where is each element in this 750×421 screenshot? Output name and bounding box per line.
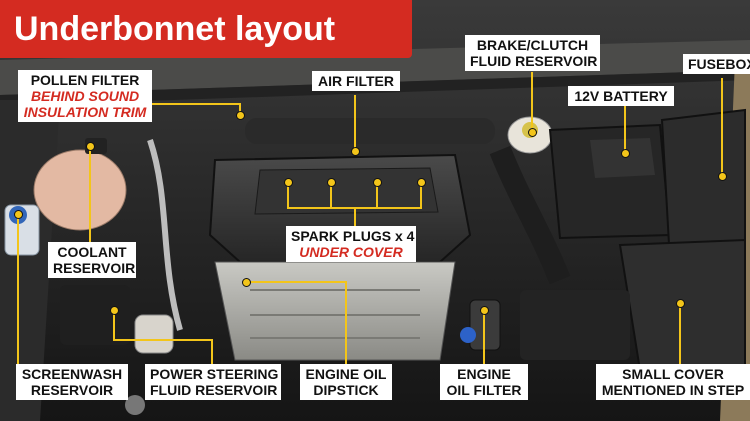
label-power-steering-reservoir: POWER STEERING FLUID RESERVOIR (145, 364, 281, 400)
label-spark-plugs-line2: UNDER COVER (299, 244, 403, 260)
target-dot-spark-plug-4 (417, 178, 426, 187)
target-dot-spark-plug-1 (284, 178, 293, 187)
label-small-cover-line1: SMALL COVER (622, 366, 724, 382)
target-dot-screenwash (14, 210, 23, 219)
label-power-steering-line1: POWER STEERING (150, 366, 279, 382)
label-spark-plugs: SPARK PLUGS x 4 UNDER COVER (286, 226, 416, 262)
label-coolant-line1: COOLANT (57, 244, 127, 260)
label-fusebox: FUSEBOX (683, 54, 750, 74)
label-oil-dipstick-line2: DIPSTICK (313, 382, 379, 398)
target-dot-power-steering (110, 306, 119, 315)
label-screenwash-line1: SCREENWASH (21, 366, 123, 382)
label-oil-filter-line2: OIL FILTER (446, 382, 522, 398)
label-air-filter-line1: AIR FILTER (318, 73, 394, 89)
label-power-steering-line2: FLUID RESERVOIR (150, 382, 278, 398)
target-dot-brake-clutch (528, 128, 537, 137)
target-dot-pollen-filter (236, 111, 245, 120)
label-small-cover: SMALL COVER MENTIONED IN STEP (596, 364, 750, 400)
label-coolant-line2: RESERVOIR (53, 260, 136, 276)
label-engine-oil-dipstick: ENGINE OIL DIPSTICK (300, 364, 392, 400)
label-oil-filter-line1: ENGINE (457, 366, 511, 382)
target-dot-oil-dipstick (242, 278, 251, 287)
label-12v-battery: 12V BATTERY (568, 86, 674, 106)
target-dot-fusebox (718, 172, 727, 181)
target-dot-air-filter (351, 147, 360, 156)
label-brake-clutch-reservoir: BRAKE/CLUTCH FLUID RESERVOIR (465, 35, 600, 71)
page-title: Underbonnet layout (0, 0, 412, 58)
label-oil-dipstick-line1: ENGINE OIL (305, 366, 387, 382)
label-screenwash-reservoir: SCREENWASH RESERVOIR (16, 364, 128, 400)
label-spark-plugs-line1: SPARK PLUGS x 4 (291, 228, 415, 244)
target-dot-coolant (86, 142, 95, 151)
label-brake-clutch-line1: BRAKE/CLUTCH (476, 37, 589, 53)
label-engine-oil-filter: ENGINE OIL FILTER (440, 364, 528, 400)
target-dot-small-cover (676, 299, 685, 308)
label-coolant-reservoir: COOLANT RESERVOIR (48, 242, 136, 278)
label-pollen-filter-line3: INSULATION TRIM (23, 104, 147, 120)
label-pollen-filter-line2: BEHIND SOUND (30, 88, 140, 104)
target-dot-oil-filter (480, 306, 489, 315)
label-small-cover-line2: MENTIONED IN STEP (601, 382, 745, 398)
target-dot-spark-plug-2 (327, 178, 336, 187)
label-battery-line1: 12V BATTERY (574, 88, 668, 104)
label-fusebox-line1: FUSEBOX (688, 56, 750, 72)
label-pollen-filter: POLLEN FILTER BEHIND SOUND INSULATION TR… (18, 70, 152, 122)
target-dot-battery (621, 149, 630, 158)
target-dot-spark-plug-3 (373, 178, 382, 187)
label-screenwash-line2: RESERVOIR (30, 382, 114, 398)
label-brake-clutch-line2: FLUID RESERVOIR (470, 53, 598, 69)
label-pollen-filter-line1: POLLEN FILTER (30, 72, 140, 88)
label-air-filter: AIR FILTER (312, 71, 400, 91)
